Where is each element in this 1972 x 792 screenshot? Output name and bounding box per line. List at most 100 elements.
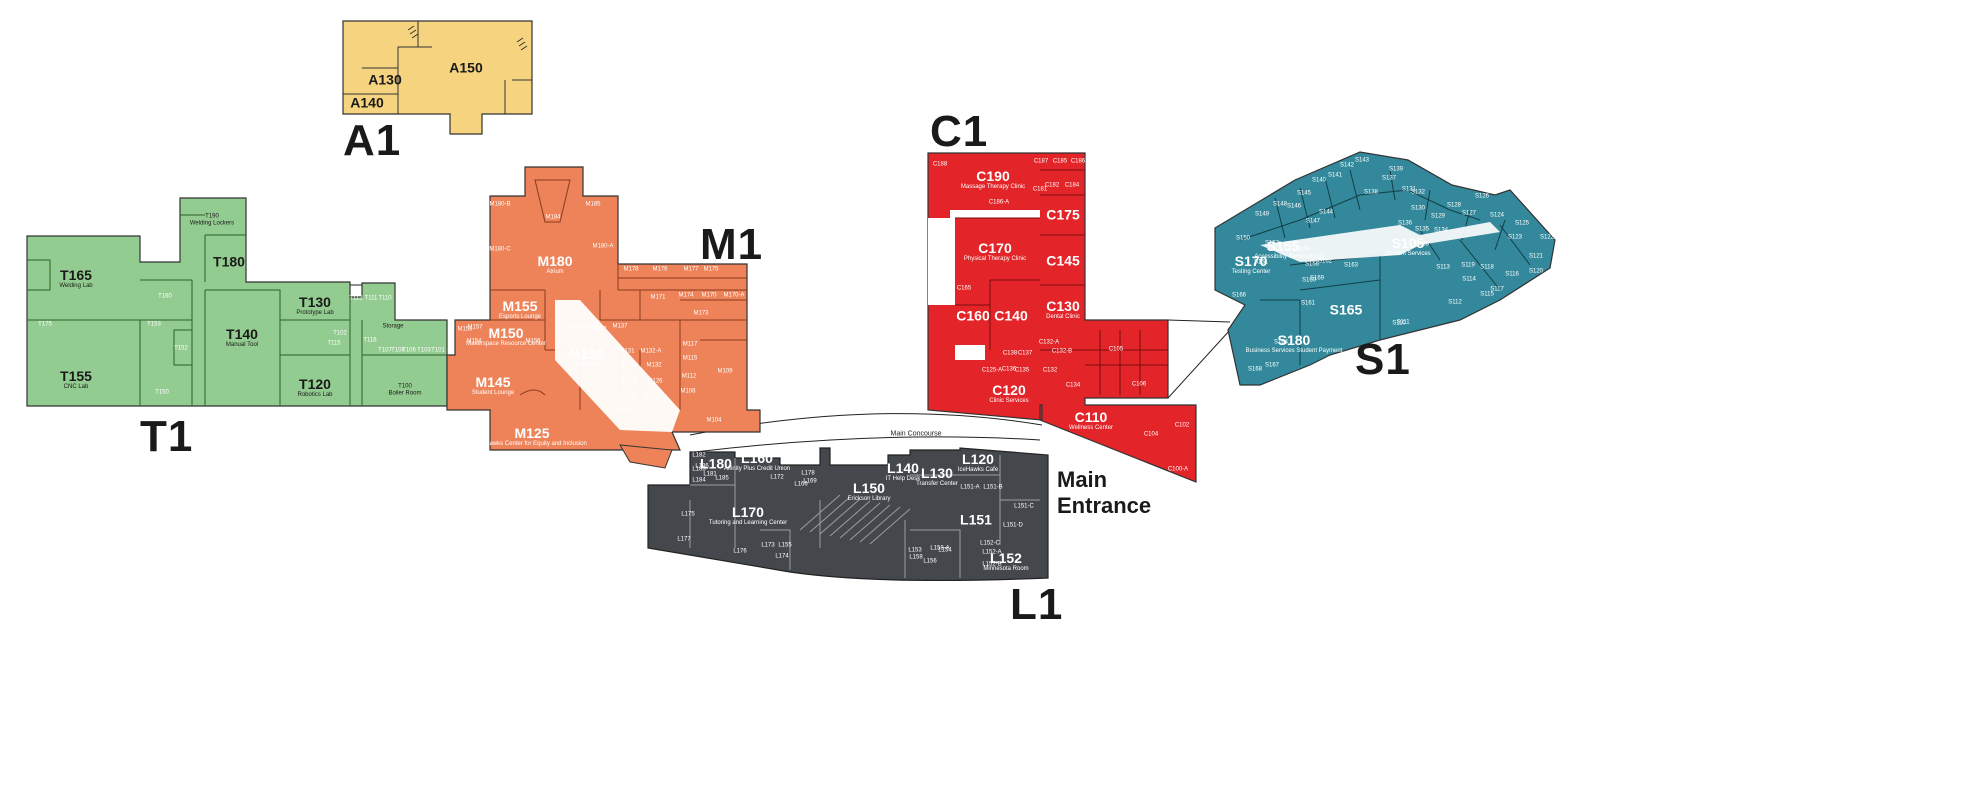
room-l156[interactable]: L156 (923, 559, 936, 566)
room-l175[interactable]: L175 (681, 512, 694, 519)
room-m158[interactable]: M158 (457, 327, 472, 334)
room-s168[interactable]: S168 (1248, 367, 1262, 374)
room-m177[interactable]: M177 (683, 267, 698, 274)
room-l181[interactable]: L181 (703, 472, 716, 479)
room-t180[interactable]: T180 (213, 253, 245, 269)
room-s126[interactable]: S126 (1475, 194, 1489, 201)
room-l151-b[interactable]: L151-B (983, 485, 1002, 492)
room-c132-a[interactable]: C132-A (1039, 340, 1059, 347)
room-m156[interactable]: M156 (525, 339, 540, 346)
room-t150[interactable]: T150 (155, 390, 169, 397)
room-c136[interactable]: C136 (1002, 367, 1016, 374)
room-c135[interactable]: C135 (1015, 368, 1029, 375)
room-t160[interactable]: T160 (158, 294, 172, 301)
room-s149[interactable]: S149 (1255, 212, 1269, 219)
room-l184[interactable]: L184 (692, 478, 705, 485)
room-c140[interactable]: C140 (994, 307, 1027, 323)
room-m121[interactable]: M121 (645, 394, 660, 401)
room-c106[interactable]: C106 (1132, 382, 1146, 389)
room-t153[interactable]: T153 (147, 322, 161, 329)
room-c188[interactable]: C188 (933, 162, 947, 169)
room-l154[interactable]: L154 (938, 548, 951, 555)
room-s110[interactable]: S110 (1392, 321, 1406, 328)
room-storage[interactable]: Storage (382, 324, 403, 331)
room-m124[interactable]: M124 (618, 394, 633, 401)
room-s129[interactable]: S129 (1431, 214, 1445, 221)
room-l152-c[interactable]: L152-C (980, 541, 1000, 548)
room-s123[interactable]: S123 (1508, 235, 1522, 242)
room-l152-b[interactable]: L152-B (982, 562, 1001, 569)
room-m119[interactable]: M119 (620, 408, 635, 415)
room-c187[interactable]: C187 (1034, 159, 1048, 166)
room-l153[interactable]: L153 (908, 548, 921, 555)
room-m170[interactable]: M170 (701, 293, 716, 300)
room-s148[interactable]: S148 (1273, 202, 1287, 209)
room-s165[interactable]: S165 (1330, 301, 1363, 317)
room-s147[interactable]: S147 (1306, 219, 1320, 226)
room-t110[interactable]: T110 (378, 296, 391, 303)
room-s125[interactable]: S125 (1515, 221, 1529, 228)
room-s116[interactable]: S116 (1505, 272, 1519, 279)
room-s164[interactable]: S164 (1274, 340, 1288, 347)
room-s122[interactable]: S122 (1540, 235, 1554, 242)
room-t175[interactable]: T175 (38, 322, 52, 329)
room-c100-a[interactable]: C100-A (1168, 467, 1188, 474)
room-s140[interactable]: S140 (1312, 178, 1326, 185)
room-m184[interactable]: M184 (545, 215, 560, 222)
room-s118[interactable]: S118 (1480, 265, 1494, 272)
room-s115[interactable]: S115 (1480, 292, 1494, 299)
room-m180-b[interactable]: M180-B (489, 202, 510, 209)
room-m137[interactable]: M137 (612, 324, 627, 331)
room-m135[interactable]: M135 (568, 324, 583, 331)
room-c102[interactable]: C102 (1175, 423, 1189, 430)
room-s162[interactable]: S162 (1318, 259, 1332, 266)
room-t152[interactable]: T152 (174, 346, 188, 353)
room-t103[interactable]: T103 (417, 348, 431, 355)
room-s145[interactable]: S145 (1297, 191, 1311, 198)
room-s154[interactable]: S154 (1296, 247, 1310, 254)
room-l152-a[interactable]: L152-A (982, 550, 1001, 557)
room-c104[interactable]: C104 (1144, 432, 1158, 439)
room-c145[interactable]: C145 (1046, 252, 1079, 268)
room-s132[interactable]: S132 (1411, 190, 1425, 197)
room-t102[interactable]: T102 (333, 331, 347, 338)
room-m157[interactable]: M157 (467, 325, 482, 332)
room-s139[interactable]: S139 (1389, 167, 1403, 174)
room-l166[interactable]: L166 (794, 482, 807, 489)
room-s117[interactable]: S117 (1490, 287, 1504, 294)
room-s163[interactable]: S163 (1344, 263, 1358, 270)
room-c175[interactable]: C175 (1046, 206, 1079, 222)
room-s136[interactable]: S136 (1398, 221, 1412, 228)
room-l169[interactable]: L169 (803, 479, 816, 486)
room-s169[interactable]: S169 (1310, 276, 1324, 283)
room-s138[interactable]: S138 (1364, 190, 1378, 197)
room-c185[interactable]: C185 (1053, 159, 1067, 166)
room-l174[interactable]: L174 (775, 554, 788, 561)
room-s166[interactable]: S166 (1232, 293, 1246, 300)
room-m104[interactable]: M104 (706, 418, 721, 425)
room-s152[interactable]: S152 (1265, 241, 1279, 248)
room-t108[interactable]: T108 (391, 348, 405, 355)
room-m117[interactable]: M117 (683, 342, 698, 349)
room-l186[interactable]: L186 (695, 464, 708, 471)
room-m176[interactable]: M176 (652, 267, 667, 274)
room-m180-c[interactable]: M180-C (489, 247, 510, 254)
room-m128[interactable]: M128 (621, 379, 636, 386)
room-c184[interactable]: C184 (1065, 183, 1079, 190)
